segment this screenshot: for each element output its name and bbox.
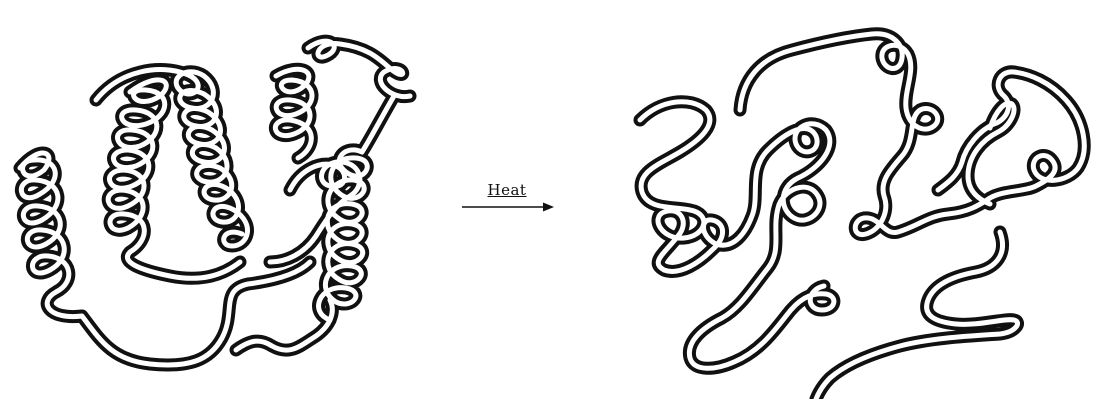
denatured-protein-structure	[640, 34, 1084, 399]
heat-label: Heat	[477, 181, 537, 199]
native-protein-structure	[20, 41, 410, 365]
heat-arrow-head	[543, 203, 554, 212]
denatured-protein-bottom-tail	[816, 232, 1018, 399]
heat-arrow	[462, 203, 554, 212]
